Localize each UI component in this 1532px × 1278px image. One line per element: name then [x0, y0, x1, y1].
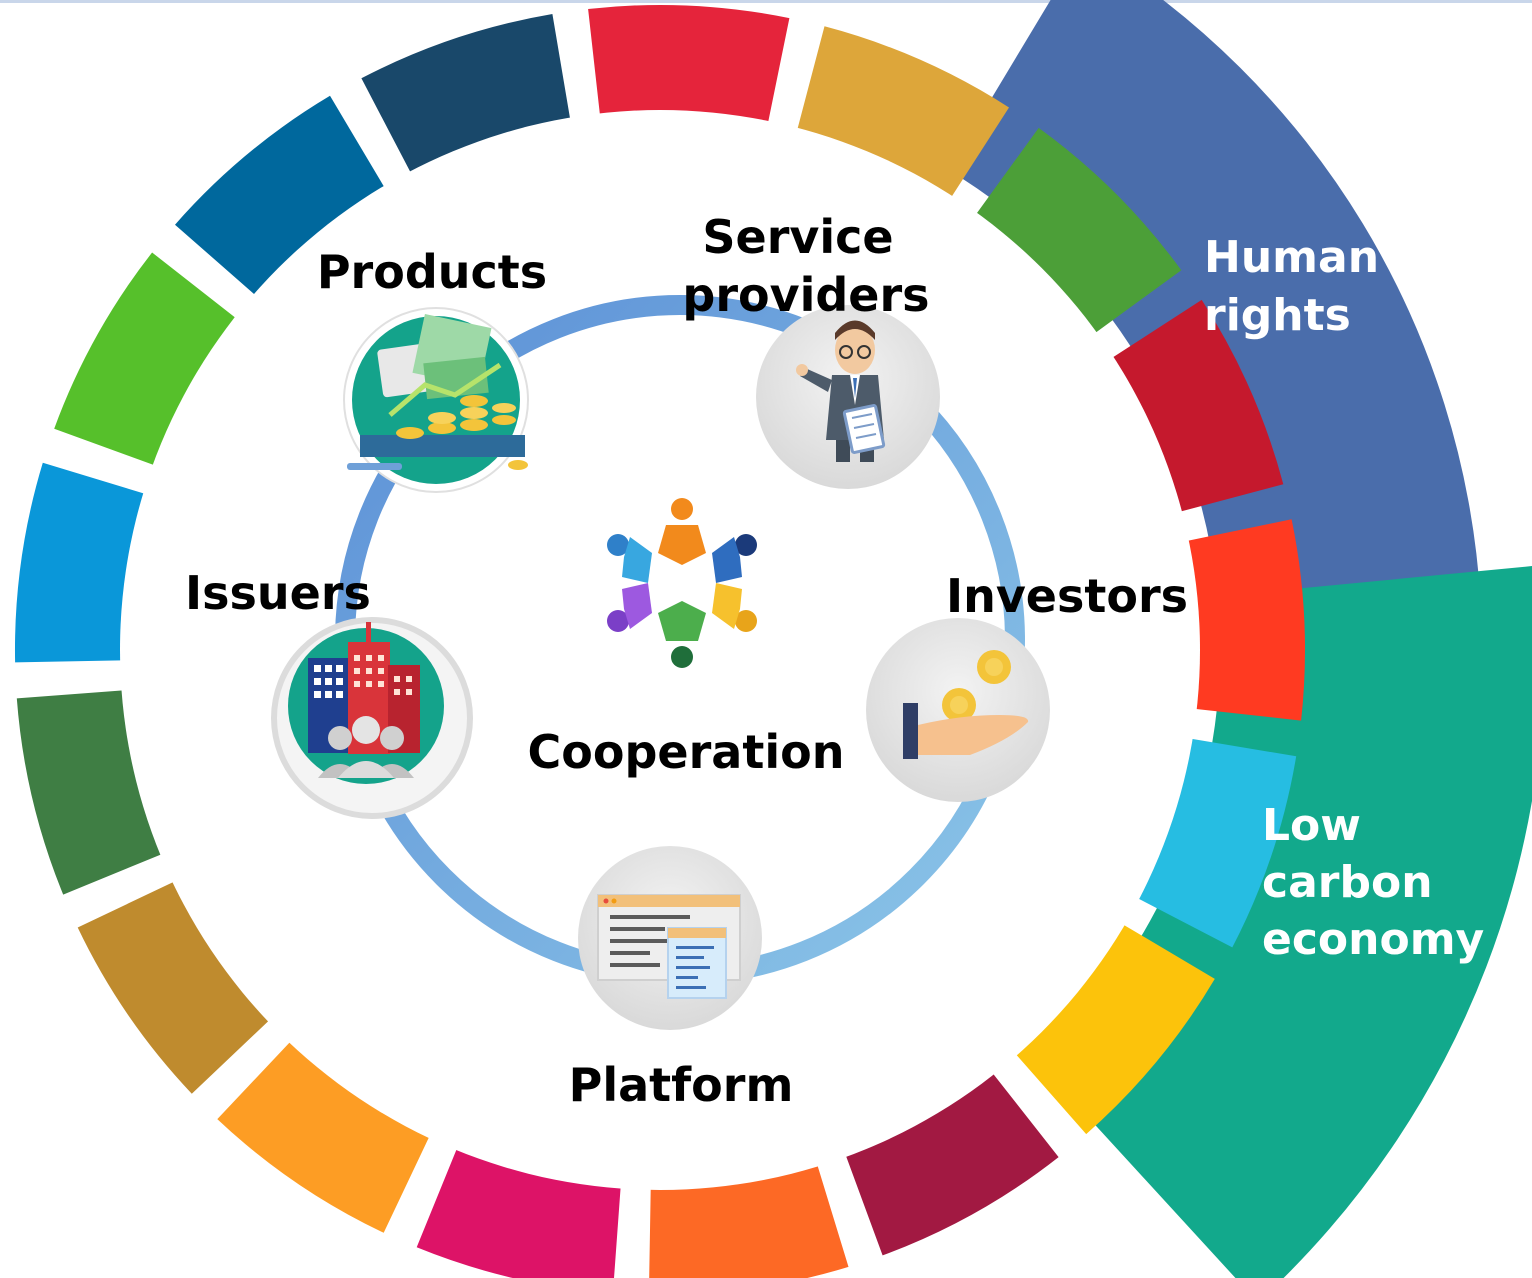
node-products — [343, 307, 529, 493]
node-label-investors: Investors — [946, 569, 1188, 623]
money-growth-icon — [347, 314, 528, 484]
sdg-segment — [175, 95, 390, 302]
sdg-segment — [77, 877, 277, 1094]
node-label-products: Products — [317, 245, 547, 299]
sdg-segment — [14, 462, 155, 663]
cooperation-people-icon — [607, 498, 757, 668]
hand-coins-icon — [903, 650, 1029, 759]
sdg-segment-ring — [14, 4, 1305, 1278]
center-label-cooperation: Cooperation — [528, 725, 845, 779]
top-border — [0, 0, 1532, 3]
node-issuers — [271, 617, 473, 819]
band-human-rights — [948, 0, 1481, 616]
sdg-segment — [842, 1065, 1059, 1256]
band-low-carbon-economy — [1038, 566, 1532, 1278]
sdg-segment — [1177, 519, 1305, 721]
sdg-segment — [1103, 299, 1284, 515]
sdg-segment — [1008, 919, 1215, 1135]
sdg-segment — [970, 127, 1182, 340]
node-label-issuers: Issuers — [185, 566, 371, 620]
node-platform — [578, 846, 762, 1030]
sdg-segment — [588, 4, 790, 133]
businessman-clipboard-icon — [796, 320, 886, 462]
sdg-segment — [54, 252, 245, 469]
node-investors — [866, 618, 1050, 802]
band-label-human-rights: Human rights — [1204, 232, 1394, 341]
sdg-segment — [794, 26, 1009, 206]
buildings-people-icon — [288, 622, 444, 784]
node-label-service-providers: Service providers — [682, 210, 929, 322]
band-label-low-carbon-economy: Low carbon economy — [1262, 800, 1484, 965]
sdg-segment — [217, 1034, 434, 1233]
node-label-platform: Platform — [569, 1058, 794, 1112]
browser-windows-icon — [597, 894, 741, 999]
node-service-providers — [756, 305, 940, 489]
